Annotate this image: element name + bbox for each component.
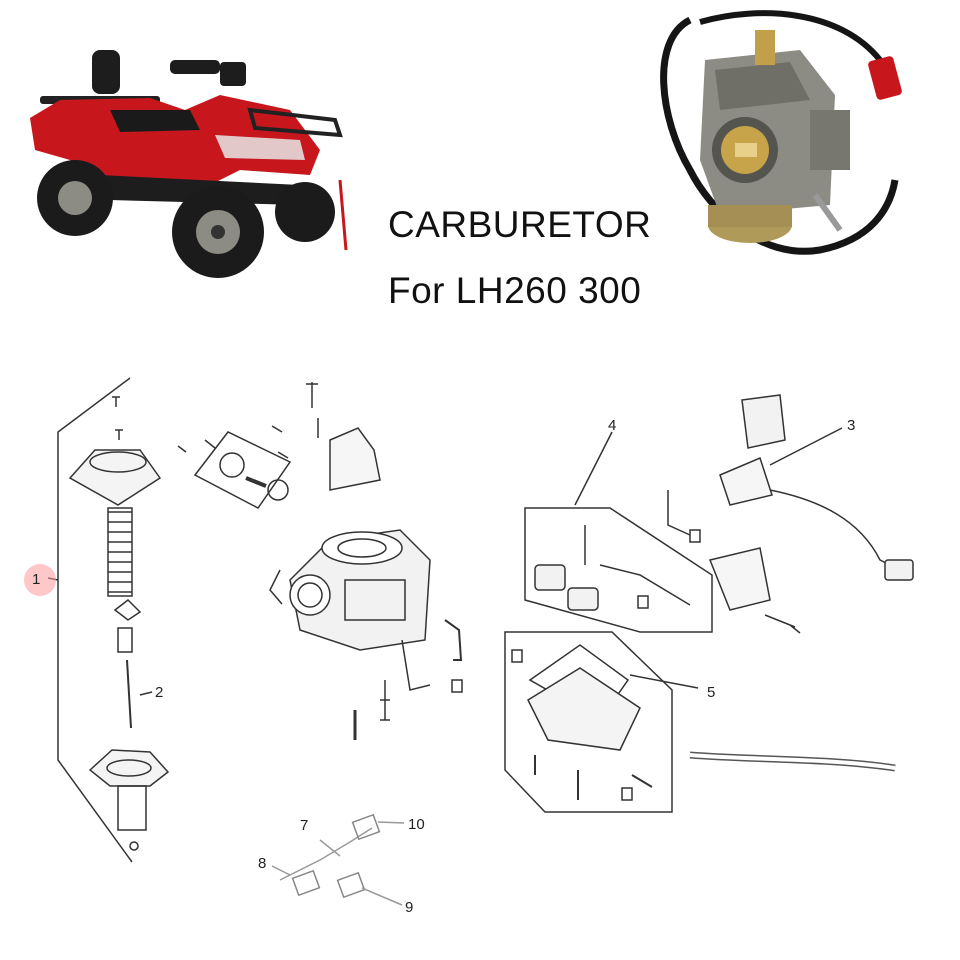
callout-8: 8 (258, 855, 266, 872)
callout-4-line (574, 431, 613, 506)
callout-2: 2 (155, 684, 163, 701)
product-subtitle: For LH260 300 (388, 270, 642, 311)
callout-5-line (629, 674, 699, 689)
exploded-diagram (47, 377, 914, 906)
callout-5: 5 (707, 684, 715, 701)
atv-photo (30, 50, 348, 278)
carburetor-photo (660, 10, 902, 255)
highlight-marker (24, 564, 56, 596)
callout-9: 9 (405, 899, 413, 916)
group1-bracket (57, 377, 133, 863)
callout-7: 7 (300, 817, 308, 834)
callout-10: 10 (408, 816, 425, 833)
callout-1: 1 (32, 571, 40, 588)
callout-4: 4 (608, 417, 616, 434)
callout-3-line (769, 427, 843, 466)
callout-3: 3 (847, 417, 855, 434)
product-title: CARBURETOR (388, 204, 652, 245)
